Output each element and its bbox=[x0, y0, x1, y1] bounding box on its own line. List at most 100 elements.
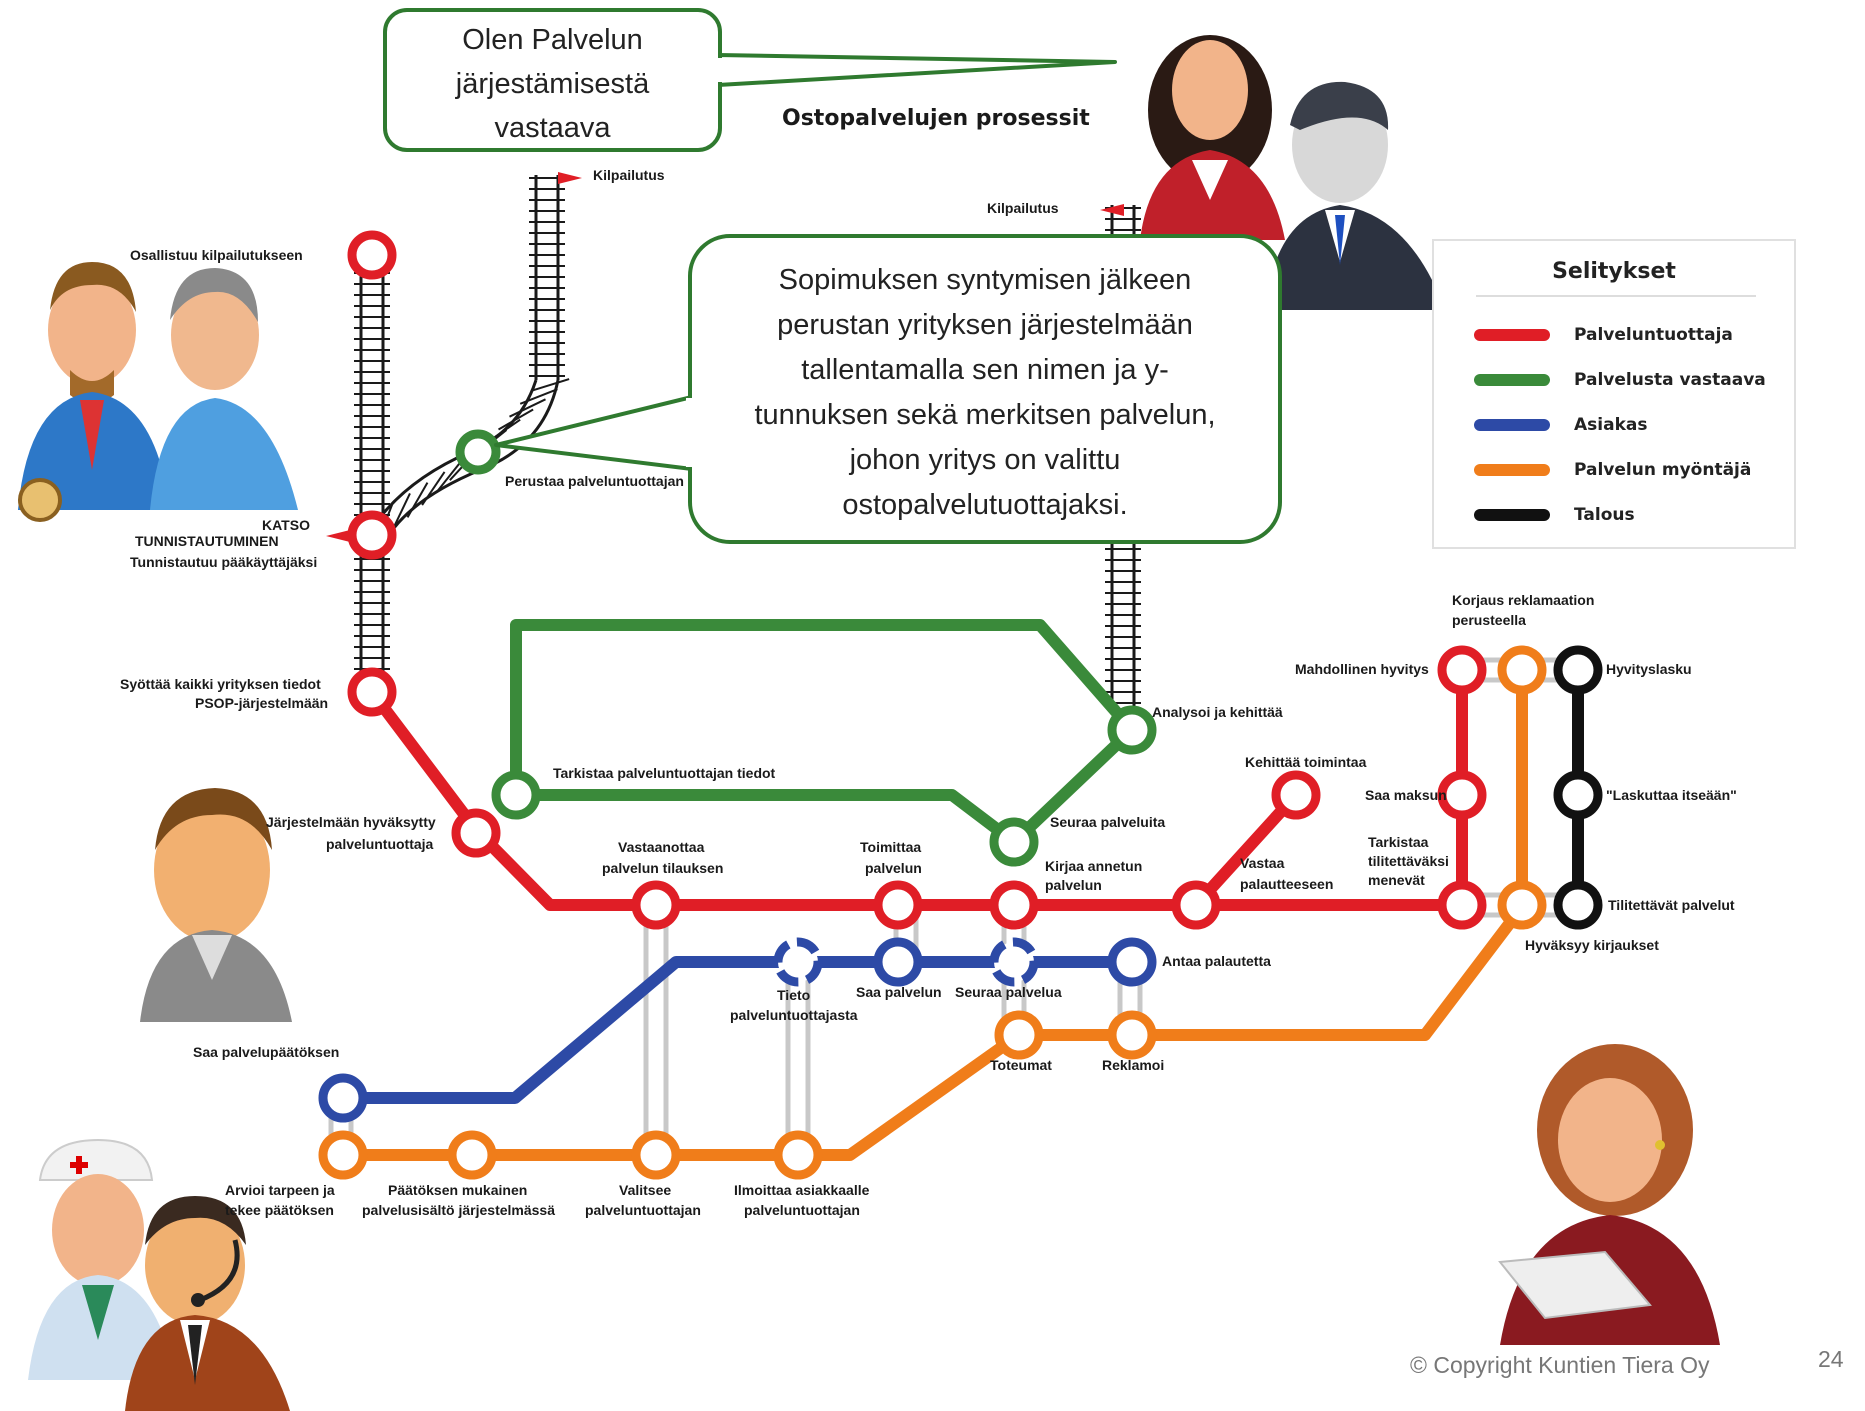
person-icons bbox=[18, 35, 1720, 1411]
station-syottaa bbox=[347, 667, 397, 717]
station-katso bbox=[347, 510, 397, 560]
legend-swatch bbox=[1474, 509, 1550, 521]
legend-divider bbox=[1476, 295, 1756, 297]
label-kirjaa: palvelun bbox=[1045, 877, 1102, 893]
rail-tie bbox=[530, 378, 570, 392]
legend-swatch bbox=[1474, 329, 1550, 341]
label-tieto: Tieto bbox=[777, 987, 810, 1003]
label-arvioi: tekee päätöksen bbox=[225, 1202, 334, 1218]
station-seuraa-palvelua bbox=[989, 937, 1039, 987]
label-seuraa-palveluita: Seuraa palveluita bbox=[1050, 814, 1165, 830]
legend-swatch bbox=[1474, 464, 1550, 476]
label-perustaa: Perustaa palveluntuottajan bbox=[505, 473, 684, 489]
station-kehittaa bbox=[1271, 770, 1321, 820]
rail-tie bbox=[391, 493, 411, 530]
flag-icon bbox=[1100, 204, 1124, 216]
station-vastaanottaa bbox=[631, 880, 681, 930]
label-toteumat: Toteumat bbox=[990, 1057, 1052, 1073]
employee-icon bbox=[140, 788, 292, 1022]
flag-icon bbox=[558, 172, 582, 184]
woman-manager-icon bbox=[1140, 35, 1285, 240]
station-tarkistaa-tiedot bbox=[491, 770, 541, 820]
station-laskuttaa bbox=[1553, 770, 1603, 820]
station-antaa bbox=[1107, 937, 1157, 987]
woman-reading-icon bbox=[1498, 1044, 1720, 1345]
label-vastaa: Vastaa bbox=[1240, 855, 1285, 871]
label-arvioi: Arvioi tarpeen ja bbox=[225, 1182, 335, 1198]
label-tieto: palveluntuottajasta bbox=[730, 1007, 858, 1023]
flag-icon bbox=[326, 530, 350, 542]
station-osallistuu bbox=[347, 230, 397, 280]
callout-middle-text: Sopimuksen syntymisen jälkeen perustan y… bbox=[754, 264, 1216, 521]
label-kilpailutus: Kilpailutus bbox=[593, 167, 665, 183]
station-toteumat bbox=[994, 1010, 1044, 1060]
label-tarkistaa-tiedot: Tarkistaa palveluntuottajan tiedot bbox=[553, 765, 776, 781]
legend-label: Talous bbox=[1574, 505, 1635, 525]
station-tieto bbox=[773, 937, 823, 987]
station-vastaa bbox=[1171, 880, 1221, 930]
label-tilitettavat: Tilitettävät palvelut bbox=[1608, 897, 1735, 913]
rail-tie bbox=[498, 408, 534, 431]
station-arvioi bbox=[318, 1130, 368, 1180]
callout-top-text: Olen Palvelun järjestämisestä vastaava bbox=[455, 24, 650, 144]
label-korjaus: perusteella bbox=[1452, 612, 1526, 628]
label-tarkistaa-tilit: Tarkistaa bbox=[1368, 834, 1429, 850]
station-paatoksen bbox=[447, 1130, 497, 1180]
label-vastaa: palautteeseen bbox=[1240, 876, 1333, 892]
station-ilmoittaa bbox=[773, 1130, 823, 1180]
label-ilmoittaa: Ilmoittaa asiakkaalle bbox=[734, 1182, 870, 1198]
stations-red bbox=[347, 230, 1487, 930]
label-analysoi: Analysoi ja kehittää bbox=[1152, 704, 1283, 720]
label-tarkistaa-tilit: tilitettäväksi bbox=[1368, 853, 1449, 869]
label-valitsee: Valitsee bbox=[619, 1182, 671, 1198]
rail-track-branch bbox=[376, 175, 570, 543]
label-jarjestelmaan: palveluntuottaja bbox=[326, 836, 434, 852]
copyright-text: © Copyright Kuntien Tiera Oy bbox=[1410, 1352, 1710, 1378]
station-hyvaksytty bbox=[451, 808, 501, 858]
label-seuraa-palvelua: Seuraa palvelua bbox=[955, 984, 1062, 1000]
legend-item: Talous bbox=[1474, 500, 1635, 530]
label-tunnistautuu: Tunnistautuu pääkäyttäjäksi bbox=[130, 554, 317, 570]
man-manager-icon bbox=[1265, 81, 1445, 310]
call-center-icon bbox=[125, 1196, 290, 1411]
label-kirjaa: Kirjaa annetun bbox=[1045, 858, 1142, 874]
label-antaa: Antaa palautetta bbox=[1162, 953, 1271, 969]
station-hyvaksyy bbox=[1497, 880, 1547, 930]
stations-orange bbox=[318, 645, 1547, 1180]
label-laskuttaa: "Laskuttaa itseään" bbox=[1606, 787, 1737, 803]
label-saa-paatos: Saa palvelupäätöksen bbox=[193, 1044, 339, 1060]
label-vastaanottaa: Vastaanottaa bbox=[618, 839, 705, 855]
label-tarkistaa-tilit: menevät bbox=[1368, 872, 1425, 888]
label-paatoksen: palvelusisältö järjestelmässä bbox=[362, 1202, 555, 1218]
label-saa-maksun: Saa maksun bbox=[1365, 787, 1447, 803]
label-hyvityslasku: Hyvityslasku bbox=[1606, 661, 1692, 677]
station-saa-maksun bbox=[1437, 770, 1487, 820]
station-toimittaa bbox=[873, 880, 923, 930]
label-saa-palvelun: Saa palvelun bbox=[856, 984, 942, 1000]
station-reklamoi bbox=[1107, 1010, 1157, 1060]
station-labels: Kilpailutus Kilpailutus Osallistuu kilpa… bbox=[120, 167, 1737, 1218]
doctor-icon bbox=[18, 262, 170, 522]
label-kilpailutus: Kilpailutus bbox=[987, 200, 1059, 216]
stations-blue bbox=[318, 937, 1157, 1123]
rail-tie bbox=[435, 460, 462, 494]
label-vastaanottaa: palvelun tilauksen bbox=[602, 860, 723, 876]
label-katso: KATSO bbox=[262, 517, 310, 533]
label-toimittaa: palvelun bbox=[865, 860, 922, 876]
label-valitsee: palveluntuottajan bbox=[585, 1202, 701, 1218]
legend-label: Palveluntuottaja bbox=[1574, 325, 1733, 345]
rail-tie bbox=[406, 482, 429, 518]
legend-item: Palveluntuottaja bbox=[1474, 320, 1733, 350]
station-saa-paatos bbox=[318, 1073, 368, 1123]
nurse-icon bbox=[150, 268, 298, 510]
legend-swatch bbox=[1474, 374, 1550, 386]
label-mahdollinen: Mahdollinen hyvitys bbox=[1295, 661, 1429, 677]
station-tilitettavat bbox=[1553, 880, 1603, 930]
station-korjaus bbox=[1497, 645, 1547, 695]
legend-item: Palvelusta vastaava bbox=[1474, 365, 1766, 395]
station-analysoi bbox=[1107, 705, 1157, 755]
label-tunnistautuminen: TUNNISTAUTUMINEN bbox=[135, 533, 279, 549]
callout-top-bubble bbox=[383, 8, 1117, 152]
line-green-palvelusta-vastaava bbox=[510, 619, 1137, 848]
